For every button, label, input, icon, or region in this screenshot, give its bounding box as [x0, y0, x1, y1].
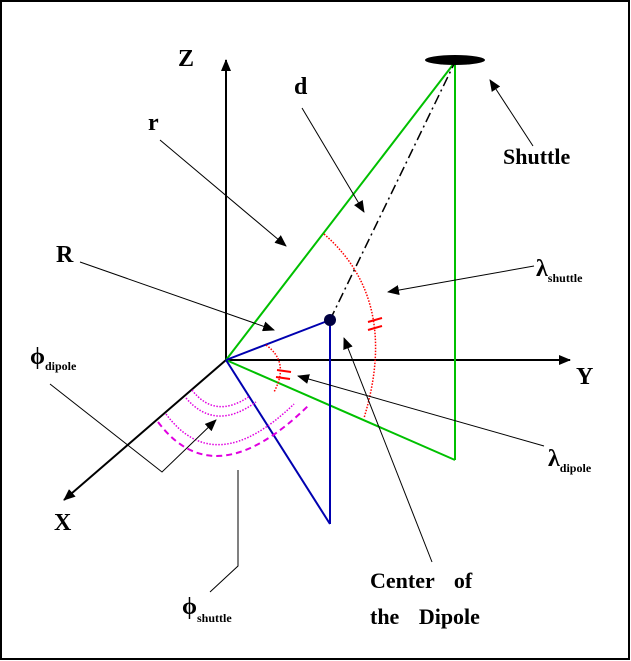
dipole-radius-line: [225, 319, 331, 361]
z-axis-label: Z: [178, 46, 194, 72]
lambda-shuttle-arc: [323, 233, 377, 419]
distance-d-line: [329, 61, 456, 321]
phi-dipole-label: ϕdipole: [30, 344, 77, 373]
R-pointer-arrow: [79, 261, 275, 332]
phi-shuttle-arc-outer: [157, 403, 311, 457]
phi-shuttle-arc-inner: [165, 403, 295, 446]
shuttle-pointer-arrow: [489, 79, 534, 147]
d-label: d: [294, 74, 308, 100]
shuttle-projection-line: [225, 359, 456, 461]
lambda-dipole-tick: [275, 376, 291, 380]
d-pointer-arrow: [301, 107, 365, 213]
lambda-dipole-tick: [276, 369, 292, 373]
shuttle-icon: [425, 55, 485, 65]
phi-dipole-arc-inner: [191, 389, 251, 408]
shuttle-radius-line: [225, 61, 456, 361]
lambda-dipole-pointer-arrow: [297, 374, 545, 447]
shuttle-label: Shuttle: [503, 144, 570, 169]
lambda-shuttle-tick: [367, 317, 383, 323]
x-axis-line: [63, 359, 227, 501]
phi-dipole-arc-outer: [185, 397, 257, 417]
r-label: r: [148, 110, 159, 136]
lambda-dipole-label: λdipole: [548, 446, 592, 475]
lambda-shuttle-pointer-arrow: [387, 265, 535, 295]
R-label: R: [56, 242, 74, 268]
phi-dipole-pointer-arrow: [49, 383, 217, 473]
dipole-center-label-line1: Center of: [370, 568, 473, 593]
dipole-projection-line: [225, 359, 331, 525]
lambda-shuttle-tick: [367, 325, 383, 331]
r-pointer-arrow: [159, 139, 287, 247]
dipole-center-label-line2: the Dipole: [370, 604, 480, 629]
phi-shuttle-pointer-line: [209, 470, 239, 593]
lambda-shuttle-label: λshuttle: [536, 256, 583, 285]
dipole-center-dot: [324, 314, 336, 326]
y-axis-label: Y: [576, 364, 593, 390]
lambda-dipole-arc: [265, 344, 282, 393]
phi-shuttle-label: ϕshuttle: [182, 594, 232, 625]
dipole-center-pointer-arrow: [343, 337, 433, 563]
x-axis-label: X: [54, 510, 72, 536]
